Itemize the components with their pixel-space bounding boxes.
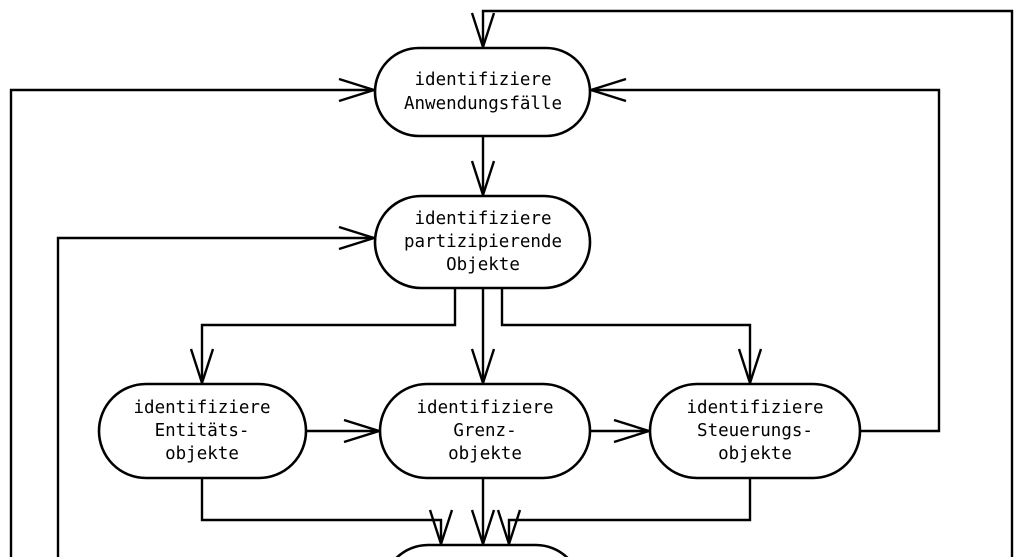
node-shape-bottom-clipped bbox=[395, 543, 569, 557]
node-label-partizipierende-line1: identifiziere bbox=[415, 209, 552, 229]
node-identifiziere-grenzobjekte[interactable]: identifiziere Grenz- objekte bbox=[378, 382, 592, 480]
node-label-grenzobjekte-line1: identifiziere bbox=[417, 398, 554, 418]
node-label-entitaetsobjekte-line2: Entitäts- bbox=[155, 421, 250, 441]
node-label-steuerungsobjekte-line3: objekte bbox=[718, 444, 792, 464]
node-label-entitaetsobjekte-line1: identifiziere bbox=[134, 398, 271, 418]
node-shape-steuerungsobjekte bbox=[648, 382, 862, 480]
edge-left-return-to-partizipierende bbox=[56, 236, 371, 557]
node-identifiziere-steuerungsobjekte[interactable]: identifiziere Steuerungs- objekte bbox=[648, 382, 862, 480]
node-label-grenzobjekte-line3: objekte bbox=[448, 444, 522, 464]
node-label-steuerungsobjekte-line2: Steuerungs- bbox=[697, 421, 813, 441]
edge-steuerungsobjekte-to-anwendungsfaelle bbox=[594, 88, 941, 433]
node-identifiziere-partizipierende-objekte[interactable]: identifiziere partizipierende Objekte bbox=[373, 194, 592, 290]
node-label-entitaetsobjekte-line3: objekte bbox=[165, 444, 239, 464]
node-label-anwendungsfaelle-line1: identifiziere bbox=[415, 70, 552, 90]
node-layer: identifiziere Anwendungsfälle identifizi… bbox=[97, 46, 862, 557]
node-identifiziere-entitaetsobjekte[interactable]: identifiziere Entitäts- objekte bbox=[97, 382, 308, 480]
node-label-grenzobjekte-line2: Grenz- bbox=[453, 421, 516, 441]
node-label-partizipierende-line2: partizipierende bbox=[404, 232, 562, 252]
node-shape-partizipierende-objekte bbox=[373, 194, 592, 290]
node-shape-anwendungsfaelle bbox=[373, 46, 592, 138]
node-label-steuerungsobjekte-line1: identifiziere bbox=[687, 398, 824, 418]
node-bottom-clipped[interactable] bbox=[383, 543, 581, 557]
edge-layer bbox=[9, 9, 1014, 557]
node-label-anwendungsfaelle-line2: Anwendungsfälle bbox=[404, 94, 562, 114]
node-shape-entitaetsobjekte bbox=[97, 382, 308, 480]
edge-steuerungsobjekte-to-bottom bbox=[507, 478, 752, 541]
node-label-partizipierende-line3: Objekte bbox=[446, 255, 520, 275]
edge-partizipierende-to-entitaetsobjekte bbox=[200, 288, 457, 380]
edge-partizipierende-to-steuerungsobjekte bbox=[500, 288, 752, 380]
node-shape-grenzobjekte bbox=[378, 382, 592, 480]
edge-entitaetsobjekte-to-bottom bbox=[200, 478, 443, 541]
node-identifiziere-anwendungsfaelle[interactable]: identifiziere Anwendungsfälle bbox=[373, 46, 592, 138]
edge-top-outer-loop bbox=[481, 9, 1014, 557]
edge-left-return-to-anwendungsfaelle bbox=[9, 88, 371, 557]
